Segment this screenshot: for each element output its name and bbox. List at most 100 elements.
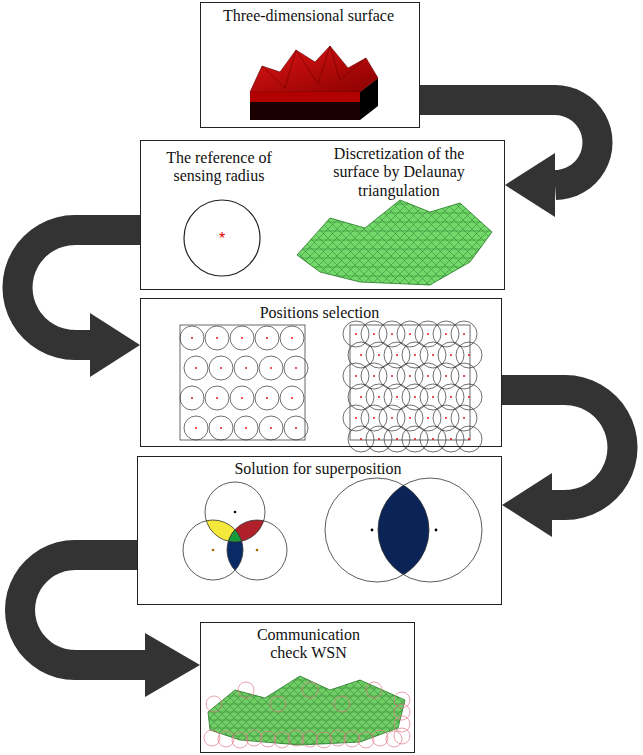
sensor-dot — [378, 354, 380, 356]
sensing-circle — [456, 426, 482, 452]
sensing-circle — [209, 356, 233, 380]
mesh-edge — [292, 672, 368, 748]
mesh-edge — [447, 195, 542, 290]
mesh-edge — [429, 195, 524, 290]
sensor-dot — [220, 427, 222, 429]
two-circle-overlap — [325, 478, 482, 582]
sensing-circle — [259, 416, 283, 440]
sensor-dot — [373, 333, 375, 335]
sensor-dot — [445, 375, 447, 377]
mesh-edge — [220, 672, 296, 748]
mesh-edge — [456, 195, 551, 290]
mesh-edge — [308, 672, 384, 748]
arrow-head — [505, 153, 555, 217]
arrow-head — [145, 633, 200, 697]
sensor-dot — [427, 417, 429, 419]
sensing-circle — [302, 682, 318, 698]
sensing-circle — [204, 730, 220, 746]
sensor-dot — [396, 354, 398, 356]
mesh-edge — [228, 672, 304, 748]
mesh-edge — [204, 672, 280, 748]
arrow-head — [90, 313, 140, 377]
sensing-circle — [386, 731, 402, 747]
mesh-edge — [330, 195, 425, 290]
sensor-dot — [241, 397, 243, 399]
sensor-dot — [414, 396, 416, 398]
mesh-edge — [456, 195, 551, 290]
mesh-edge — [404, 672, 480, 748]
box-title: Positions selection — [141, 304, 498, 322]
sensor-dot — [391, 333, 393, 335]
mesh-edge — [340, 672, 416, 748]
mesh-edge — [260, 672, 336, 748]
flow-arrow — [502, 390, 623, 537]
sensor-dot — [266, 337, 268, 339]
sensor-dot — [378, 396, 380, 398]
mesh-edge — [396, 672, 472, 748]
sensing-circle — [280, 326, 304, 350]
sensor-dot — [195, 367, 197, 369]
mesh-edge — [340, 672, 416, 748]
mesh-edge — [356, 672, 432, 748]
process-box: Communication check WSN — [200, 622, 415, 753]
sensor-dot — [291, 397, 293, 399]
terrain-block — [250, 46, 378, 120]
sensing-circle — [284, 416, 308, 440]
sensor-dot — [270, 427, 272, 429]
mesh-edge — [249, 195, 344, 290]
mesh-edge — [375, 195, 470, 290]
sensor-dot — [432, 396, 434, 398]
sensing-circle — [206, 696, 222, 712]
mesh-edge — [332, 672, 408, 748]
mesh-edge — [483, 195, 578, 290]
mesh-edge — [330, 195, 425, 290]
sensing-circle — [255, 386, 279, 410]
mesh-edge — [324, 672, 400, 748]
sensing-circle — [302, 731, 318, 747]
sensing-circle — [366, 682, 382, 698]
mesh-edge — [200, 688, 410, 689]
mesh-edge — [380, 672, 456, 748]
sensor-dot — [468, 396, 470, 398]
sensing-circle — [280, 386, 304, 410]
sensor-dot — [463, 417, 465, 419]
mesh-edge — [285, 195, 380, 290]
mesh-edge — [300, 672, 376, 748]
sensor-dot — [414, 438, 416, 440]
sensor-dot — [432, 354, 434, 356]
mesh-edge — [404, 672, 480, 748]
sensing-circle — [180, 326, 204, 350]
sensing-circle — [234, 416, 258, 440]
mesh-edge — [294, 195, 389, 290]
process-box: Three-dimensional surface — [200, 2, 420, 128]
mesh-edge — [285, 195, 380, 290]
mesh-edge — [213, 195, 308, 290]
mesh-edge — [420, 195, 515, 290]
mesh-edge — [231, 195, 326, 290]
sensing-circle — [394, 704, 410, 720]
mesh-edge — [312, 195, 407, 290]
box-title: Three-dimensional surface — [201, 7, 416, 25]
sensor-dot — [378, 438, 380, 440]
mesh-edge — [180, 672, 256, 748]
sensing-circle — [394, 716, 410, 732]
mesh-edge — [132, 672, 208, 748]
sensor-dot — [355, 417, 357, 419]
sensor-circles — [180, 321, 482, 452]
mesh-edge — [384, 195, 479, 290]
mesh-edge — [292, 672, 368, 748]
mesh-edge — [492, 195, 587, 290]
sensing-circle — [288, 730, 304, 746]
sensor-dot — [373, 417, 375, 419]
delaunay-mesh — [195, 195, 587, 290]
mesh-edge — [204, 195, 299, 290]
mesh-edge — [375, 195, 470, 290]
sensor-dot — [391, 375, 393, 377]
mesh-edge — [180, 672, 256, 748]
mesh-edge — [260, 672, 336, 748]
mesh-edge — [200, 672, 410, 673]
mesh-edge — [324, 672, 400, 748]
sensing-circle — [246, 730, 262, 746]
box-title: The reference of sensing radius — [149, 149, 289, 186]
mesh-edge — [132, 672, 208, 748]
